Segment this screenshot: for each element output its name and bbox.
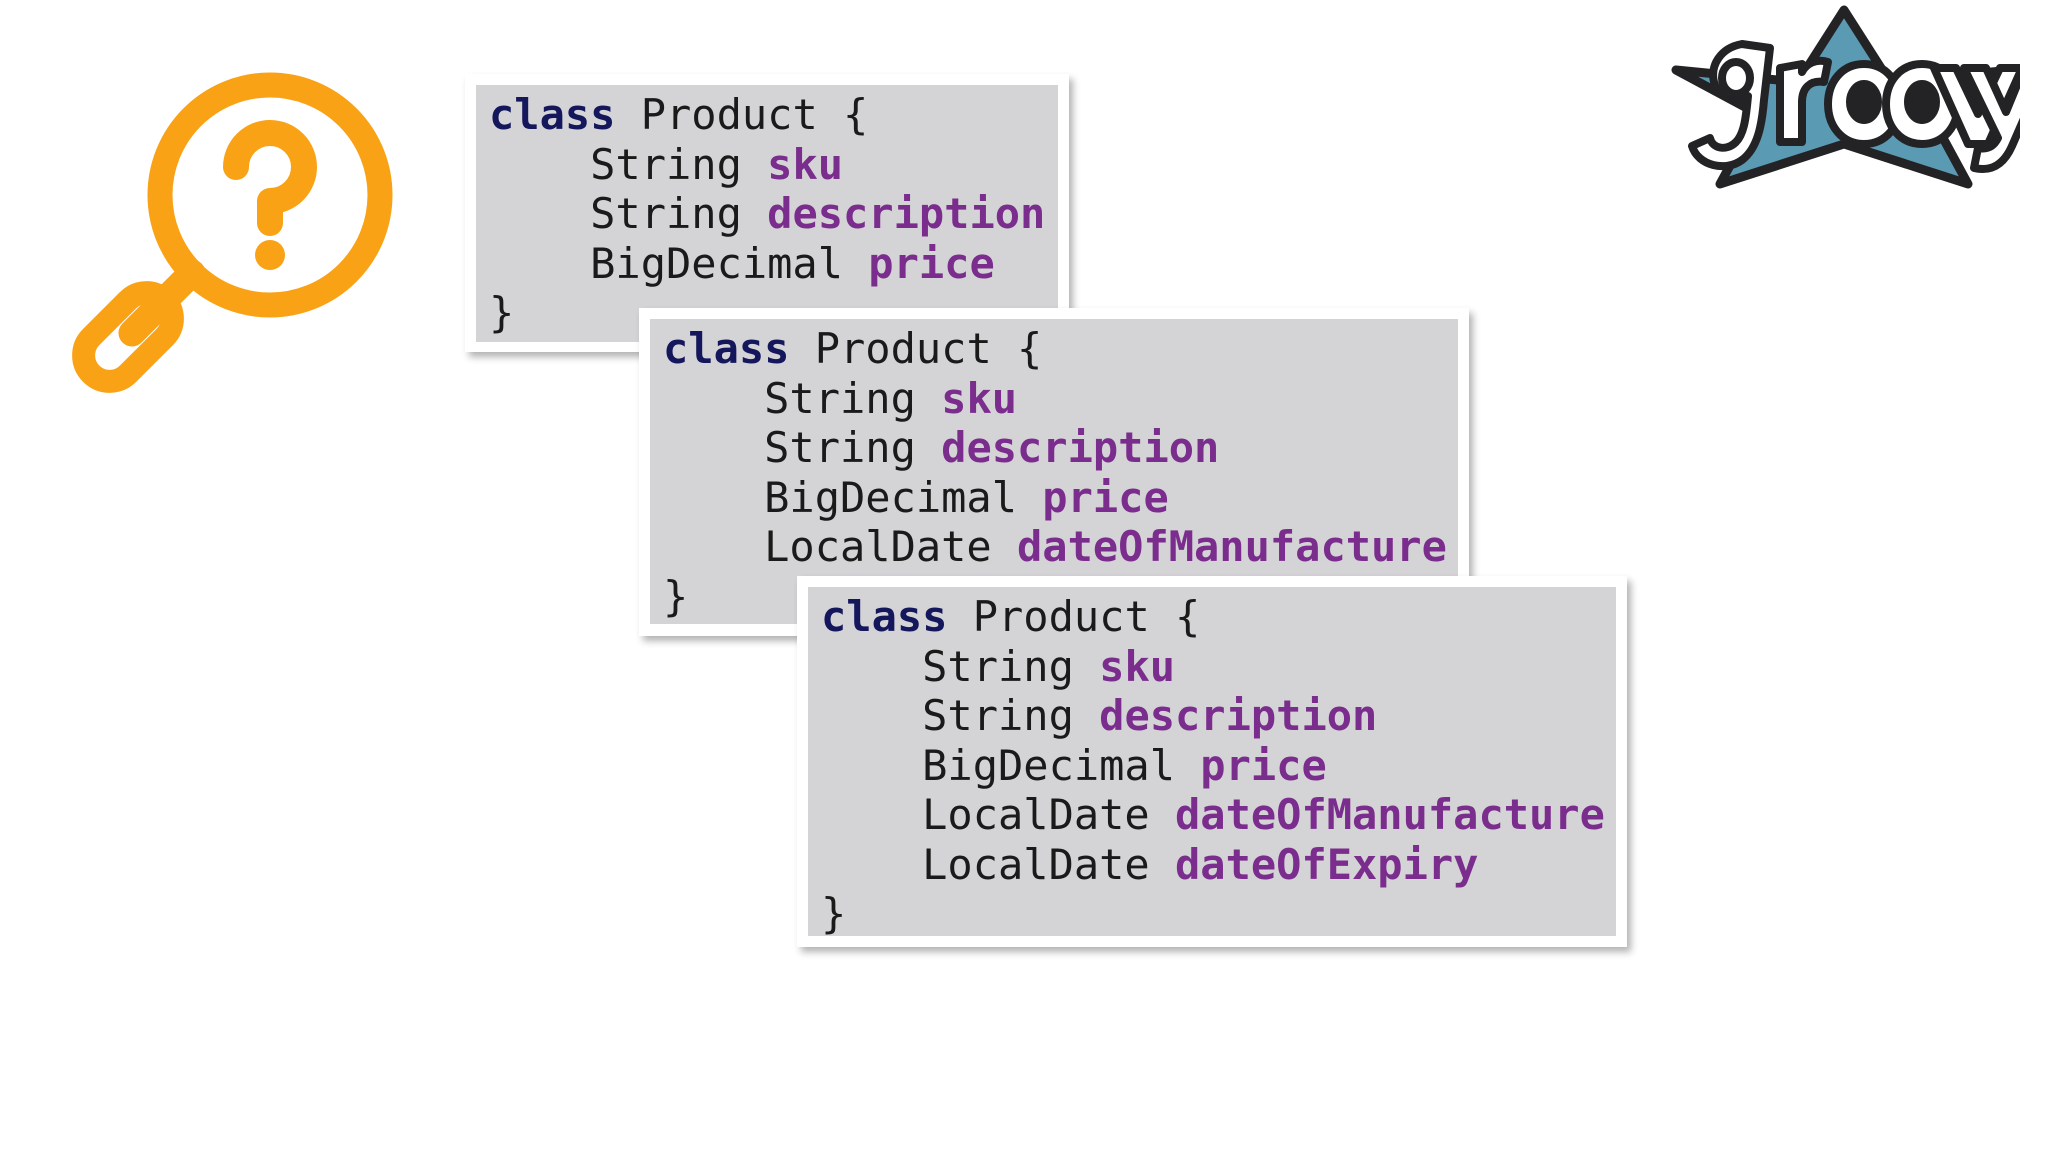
code-card-product-3-fields: class Product { String sku String descri… bbox=[465, 74, 1069, 352]
code-line: String sku bbox=[821, 642, 1605, 692]
code-token-punc: } bbox=[821, 889, 847, 936]
code-line: } bbox=[489, 288, 1045, 338]
code-token-type: String bbox=[489, 189, 768, 238]
code-token-type: String bbox=[821, 691, 1100, 740]
code-line: } bbox=[663, 572, 1447, 622]
code-line: BigDecimal price bbox=[821, 741, 1605, 791]
code-line: String description bbox=[489, 189, 1045, 239]
code-token-type: LocalDate bbox=[821, 790, 1176, 839]
code-line: LocalDate dateOfExpiry bbox=[821, 840, 1605, 890]
code-token-prop: description bbox=[1099, 691, 1378, 740]
code-token-type: String bbox=[663, 423, 942, 472]
code-token-punc: Product { bbox=[947, 592, 1201, 641]
code-token-punc: } bbox=[489, 288, 515, 337]
code-line: LocalDate dateOfManufacture bbox=[663, 522, 1447, 572]
code-token-type: String bbox=[821, 641, 1100, 691]
code-block-background: class Product { String sku String descri… bbox=[808, 587, 1616, 936]
code-line: LocalDate dateOfManufacture bbox=[821, 790, 1605, 840]
code-token-type: LocalDate bbox=[821, 839, 1176, 889]
code-token-prop: sku bbox=[767, 139, 844, 189]
code-token-prop: description bbox=[941, 423, 1220, 472]
code-token-kw: class bbox=[663, 324, 790, 373]
code-card-product-5-fields: class Product { String sku String descri… bbox=[797, 576, 1627, 947]
code-token-kw: class bbox=[821, 592, 948, 641]
code-token-type: String bbox=[489, 139, 768, 189]
code-token-prop: price bbox=[1042, 472, 1169, 522]
code-token-type: String bbox=[663, 373, 942, 423]
code-line: String description bbox=[821, 691, 1605, 741]
code-token-type: LocalDate bbox=[663, 522, 1018, 571]
code-line: String sku bbox=[663, 374, 1447, 424]
code-line: BigDecimal price bbox=[663, 473, 1447, 523]
code-lines-container: class Product { String sku String descri… bbox=[663, 324, 1447, 621]
groovy-logo bbox=[1668, 2, 2048, 198]
code-token-prop: dateOfManufacture bbox=[1017, 522, 1447, 571]
magnifying-glass-question-icon bbox=[60, 55, 400, 405]
code-line: } bbox=[821, 889, 1605, 936]
code-token-punc: } bbox=[663, 571, 689, 621]
code-line: class Product { bbox=[489, 90, 1045, 140]
code-token-prop: sku bbox=[941, 373, 1018, 423]
code-block-background: class Product { String sku String descri… bbox=[650, 319, 1458, 624]
code-token-kw: class bbox=[489, 90, 616, 139]
code-token-punc: Product { bbox=[789, 324, 1043, 373]
code-lines-container: class Product { String sku String descri… bbox=[821, 592, 1605, 936]
code-line: String sku bbox=[489, 140, 1045, 190]
code-token-prop: description bbox=[767, 189, 1046, 238]
code-token-prop: dateOfManufacture bbox=[1175, 790, 1605, 839]
code-token-type: BigDecimal bbox=[663, 472, 1043, 522]
code-token-type: BigDecimal bbox=[489, 238, 869, 288]
code-token-prop: sku bbox=[1099, 641, 1176, 691]
code-line: class Product { bbox=[821, 592, 1605, 642]
code-lines-container: class Product { String sku String descri… bbox=[489, 90, 1045, 338]
code-token-punc: Product { bbox=[615, 90, 869, 139]
code-token-prop: price bbox=[1200, 740, 1327, 790]
code-line: String description bbox=[663, 423, 1447, 473]
code-token-type: BigDecimal bbox=[821, 740, 1201, 790]
code-block-background: class Product { String sku String descri… bbox=[476, 85, 1058, 342]
code-line: BigDecimal price bbox=[489, 239, 1045, 289]
code-token-prop: price bbox=[868, 238, 995, 288]
code-token-prop: dateOfExpiry bbox=[1175, 839, 1479, 889]
code-line: class Product { bbox=[663, 324, 1447, 374]
